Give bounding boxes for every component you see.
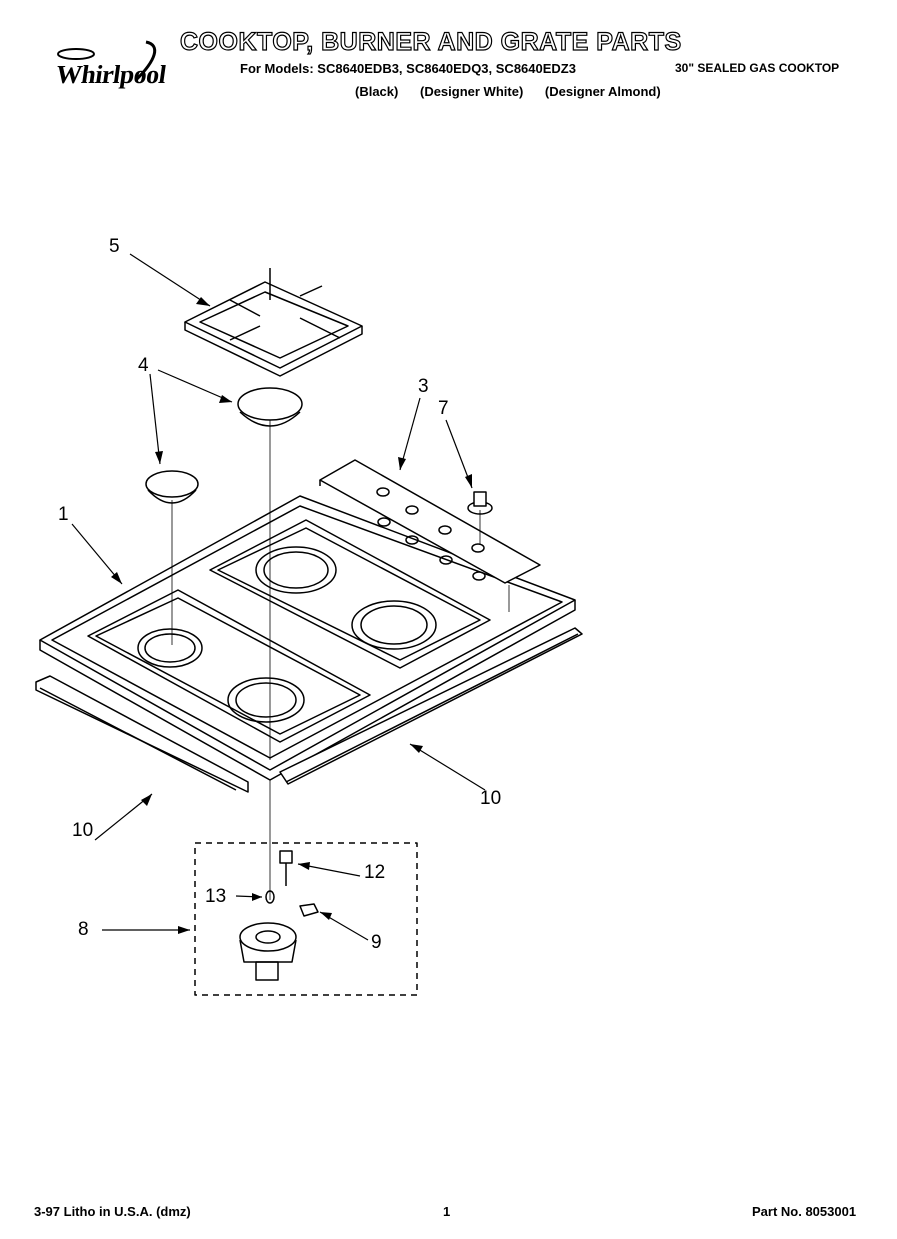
brand-logo [36,40,196,100]
callout-9: 9 [371,932,382,953]
page-title: COOKTOP, BURNER AND GRATE PARTS [179,27,682,56]
footer-litho: 3-97 Litho in U.S.A. (dmz) [34,1204,191,1219]
clip-part-9 [299,903,319,917]
callout-10-right: 10 [480,788,502,809]
variant-designer-white: (Designer White) [419,84,524,99]
burner-cap-small-part-4 [145,470,199,504]
cooktop-part-1 [39,459,576,781]
callout-13: 13 [205,886,227,907]
model-variants: (Black) (Designer White) (Designer Almon… [355,84,679,99]
side-trim-right-part-10 [279,627,583,785]
knob-part-7 [467,491,493,515]
callout-4: 4 [138,355,149,376]
footer-part-number: Part No. 8053001 [752,1204,857,1219]
callout-10-left: 10 [72,820,94,841]
callout-8: 8 [78,919,89,940]
product-type: 30" SEALED GAS COOKTOP [675,61,840,75]
burner-base-part-8 [239,922,297,981]
callout-5: 5 [109,236,120,257]
variant-black: (Black) [355,84,399,99]
side-trim-left-part-10 [35,675,249,793]
grate-part-5 [184,268,363,377]
callout-12: 12 [364,862,386,883]
igniter-electrode-part-12 [279,850,293,886]
callout-1: 1 [58,504,69,525]
callout-3: 3 [418,376,429,397]
callout-7: 7 [438,398,449,419]
variant-designer-almond: (Designer Almond) [544,84,661,99]
logo-swoosh-icon [57,40,157,82]
footer-page-number: 1 [443,1204,451,1219]
models-line: For Models: SC8640EDB3, SC8640EDQ3, SC86… [240,61,576,76]
